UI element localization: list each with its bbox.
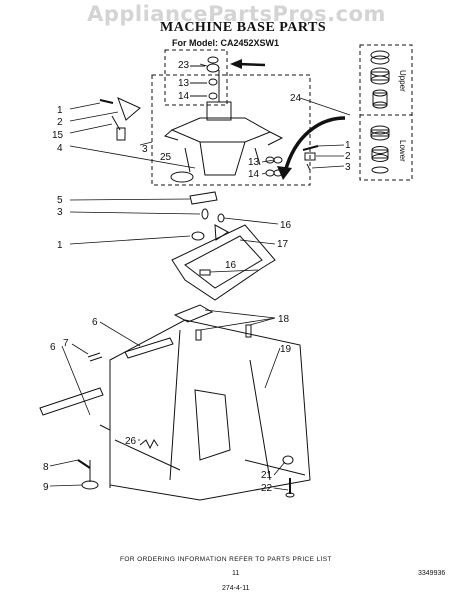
part-7 [87,352,103,362]
part-8 [77,459,91,469]
kit-label-upper: Upper [398,70,407,92]
callout-16b: 16 [225,260,237,271]
callout-9: 9 [43,482,49,493]
right-hardware [265,145,319,177]
callout-4: 4 [57,143,63,154]
part-18c [245,324,252,338]
callout-6a: 6 [92,317,98,328]
callout-19: 19 [280,344,292,355]
diagram-title: MACHINE BASE PARTS [160,20,327,35]
callout-7: 7 [63,338,69,349]
callout-1c: 1 [57,240,63,251]
left-hardware [99,97,141,141]
inset-parts [190,56,220,100]
part-1-lower [191,231,205,241]
part-21 [282,455,294,465]
kit-box [359,44,413,181]
callout-1a: 1 [57,105,63,116]
callout-2b: 2 [345,151,351,162]
leader-lines [49,63,351,491]
ordering-note: FOR ORDERING INFORMATION REFER TO PARTS … [120,556,332,563]
document-number: 3349936 [418,570,446,577]
bearing-kit-lower [370,125,390,174]
part-25-ring [170,171,194,183]
transmission-assembly [163,70,284,183]
upper-inset-box [164,49,228,106]
part-18a [173,304,214,323]
callout-22: 22 [261,483,273,494]
kit-label-lower: Lower [398,140,407,162]
callout-15: 15 [52,130,64,141]
callout-3a: 3 [142,144,148,155]
part-5 [189,191,218,205]
callout-18: 18 [278,314,290,325]
model-line: For Model: CA2452XSW1 [172,38,280,48]
callout-labels: 23 13 14 24 1 2 15 4 3 25 1 2 3 13 14 5 … [43,60,351,494]
part-16b [199,269,211,276]
part-6b [39,387,104,416]
arrow-to-inset [237,62,266,67]
footer-code: 274-4-11 [222,585,250,592]
part-18b [195,329,202,341]
callout-21: 21 [261,470,273,481]
callout-17: 17 [277,239,289,250]
callout-13a: 13 [178,78,190,89]
curved-arrow [283,116,346,173]
watermark: AppliancePartsPros.com [87,2,386,26]
callout-5: 5 [57,195,63,206]
part-22 [285,492,295,498]
callout-6b: 6 [50,342,56,353]
callout-26: 26 [125,436,137,447]
callout-8: 8 [43,462,49,473]
page-number: 11 [232,570,240,577]
part-3 [201,208,209,220]
part-6a [124,337,174,359]
callout-1b: 1 [345,140,351,151]
base-frame [99,319,311,501]
callout-23: 23 [178,60,190,71]
callout-24: 24 [290,93,302,104]
callout-14b: 14 [248,169,260,180]
part-16a [217,213,225,223]
bearing-kit-upper [370,50,390,109]
callout-3b: 3 [345,162,351,173]
callout-16a: 16 [280,220,292,231]
callout-25: 25 [160,152,172,163]
callout-14a: 14 [178,91,190,102]
part-17-frame [171,224,276,301]
callout-2a: 2 [57,117,63,128]
callout-3c: 3 [57,207,63,218]
callout-13b: 13 [248,157,260,168]
part-9 [81,480,99,490]
part-26 [139,439,159,450]
